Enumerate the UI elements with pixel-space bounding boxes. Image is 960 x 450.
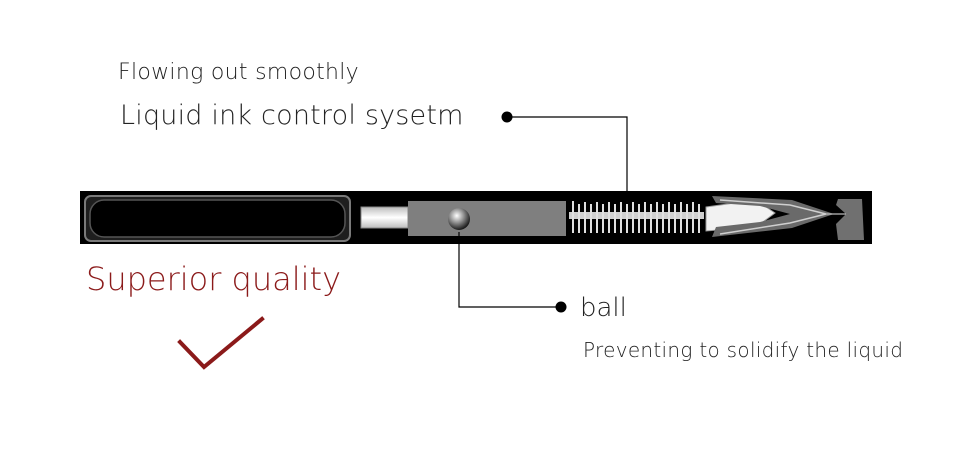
ball-description-label: Preventing to solidify the liquid <box>583 338 904 362</box>
ball-icon <box>448 208 470 230</box>
flow-label: Flowing out smoothly <box>118 60 360 85</box>
check-icon <box>177 316 265 370</box>
ink-control-label: Liquid ink control sysetm <box>120 100 464 131</box>
quality-label: Superior quality <box>86 260 342 298</box>
pen-body <box>80 191 872 244</box>
ink-chamber <box>408 201 566 236</box>
connector-tube <box>360 206 409 229</box>
leader-line-ball <box>458 232 567 313</box>
pen-nib <box>705 196 864 240</box>
feed-spring <box>569 201 704 233</box>
ball-label: ball <box>580 293 627 323</box>
leader-line-ink-control <box>501 111 628 191</box>
